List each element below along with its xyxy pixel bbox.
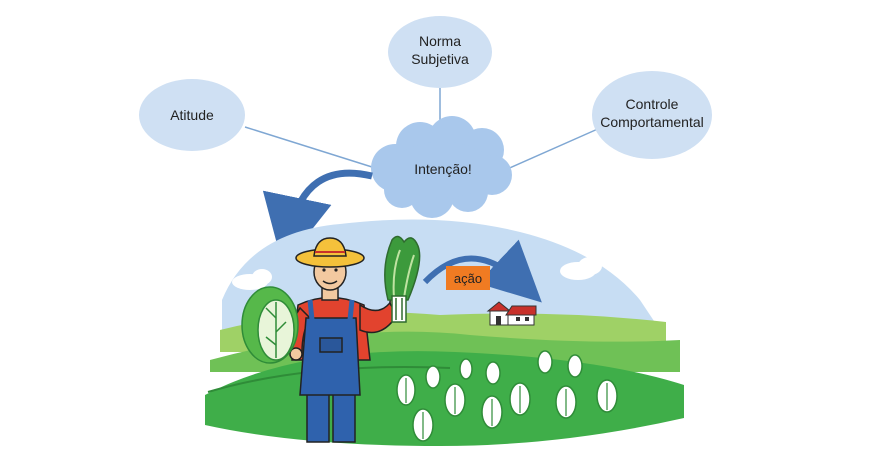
crop xyxy=(537,350,553,374)
bubble-controle-comportamental: Controle Comportamental xyxy=(592,71,712,159)
arrow-intencao-to-farmer xyxy=(262,169,373,267)
connector-atitude xyxy=(244,126,373,168)
controle-line2: Comportamental xyxy=(600,114,704,130)
crop xyxy=(425,365,441,389)
bubble-atitude: Atitude xyxy=(139,79,245,151)
crop-veins xyxy=(405,378,608,439)
bubble-norma-subjetiva: Norma Subjetiva xyxy=(388,16,492,88)
cloud-intencao: Intenção! xyxy=(371,116,512,218)
farmer-illustration xyxy=(288,237,403,443)
arrow-acao xyxy=(422,239,542,303)
intencao-label: Intenção! xyxy=(414,161,472,177)
cabbage-icon xyxy=(241,286,299,364)
norma-line1: Norma xyxy=(419,33,461,49)
farmer-overalls xyxy=(299,317,361,396)
crop xyxy=(459,358,473,380)
acao-label: ação xyxy=(454,271,482,286)
farmhouse-icon xyxy=(486,301,537,326)
connector-controle xyxy=(504,127,601,171)
controle-line1: Controle xyxy=(626,96,679,112)
atitude-label: Atitude xyxy=(170,107,214,123)
crop xyxy=(567,354,583,378)
acao-box: ação xyxy=(446,266,490,290)
norma-line2: Subjetiva xyxy=(411,51,469,67)
cloud-small-1 xyxy=(560,257,602,280)
lettuce-bunch-icon xyxy=(384,235,421,323)
cloud-small-2 xyxy=(232,269,272,290)
crop-rows xyxy=(396,350,618,442)
crop xyxy=(485,361,501,385)
